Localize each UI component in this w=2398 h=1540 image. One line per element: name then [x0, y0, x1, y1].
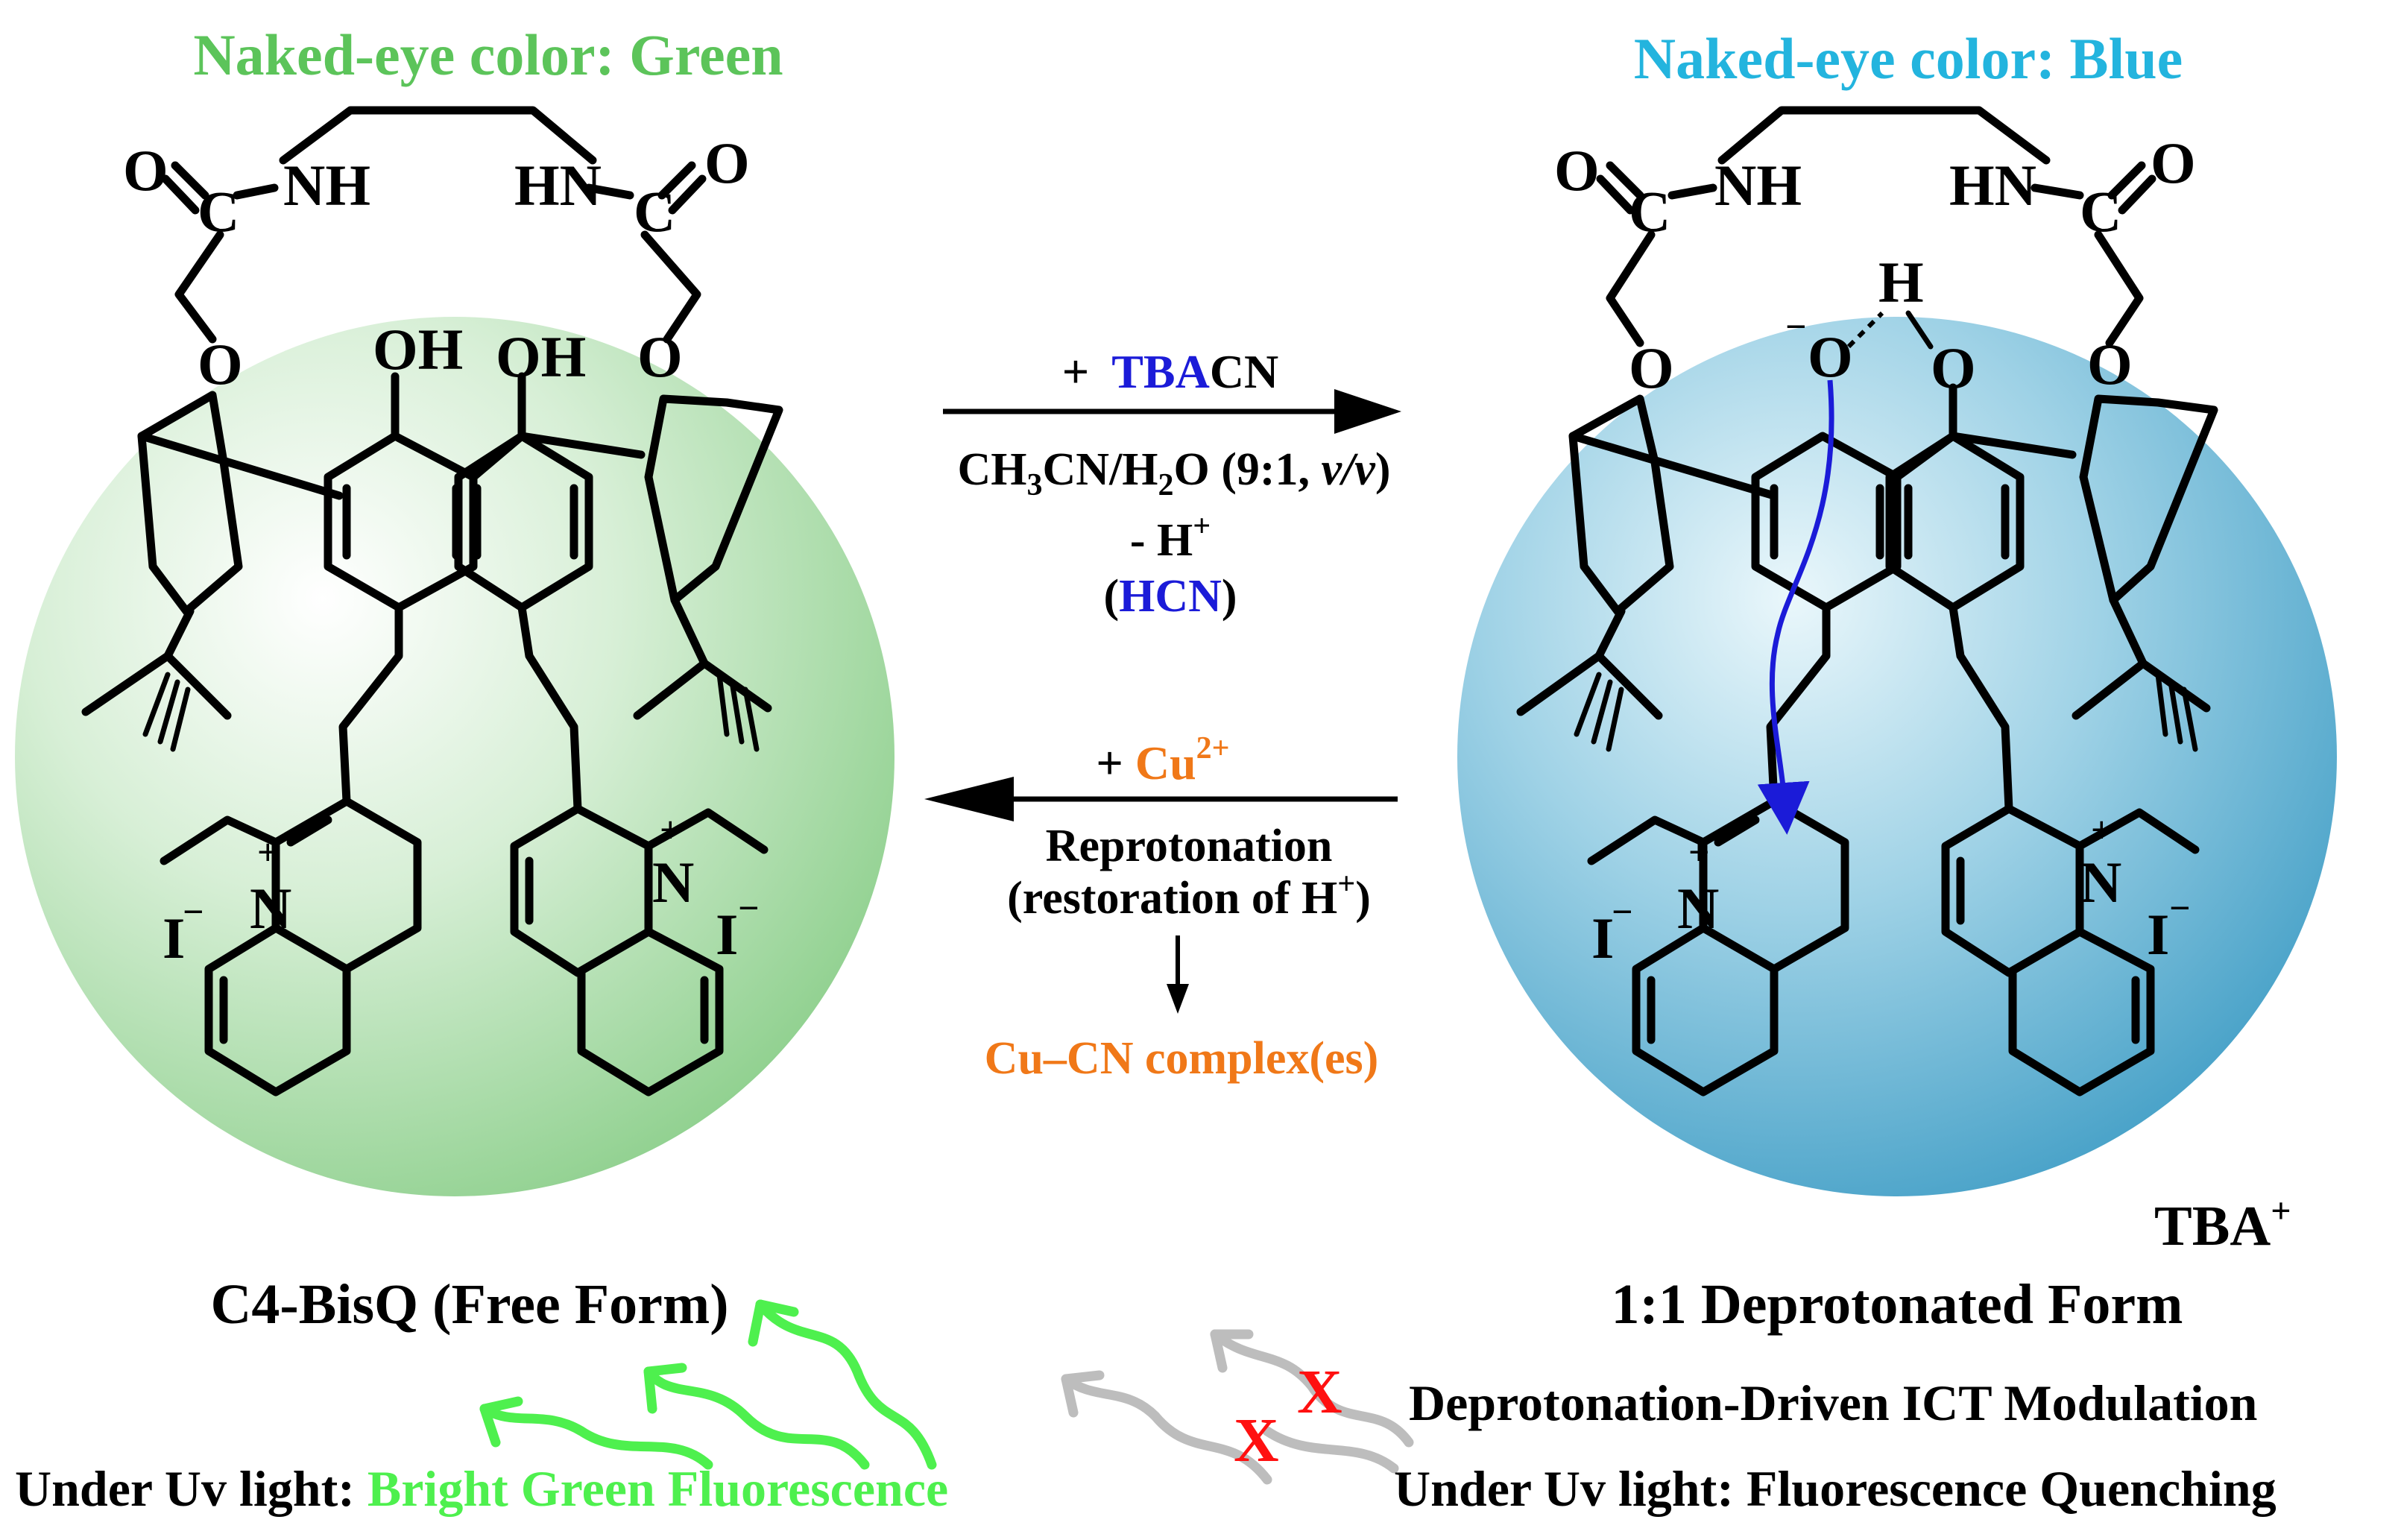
right-phenolate-o: O [1808, 324, 1853, 389]
reverse-product: Cu–CN complex(es) [985, 1033, 1379, 1084]
grey-quenched-waves [1061, 1329, 1414, 1485]
right-n-right: N [2080, 850, 2121, 915]
left-amide-nh: NH [283, 153, 370, 218]
forward-reagent: +TBACN [1062, 345, 1279, 398]
left-molecule: O C NH HN C O O O OH OH N + N + I − I − [15, 106, 894, 1196]
left-phenol-oh-1: OH [373, 317, 463, 382]
right-amide-hn: HN [1949, 153, 2036, 218]
right-carbonyl-o-right: O [2151, 130, 2196, 195]
right-phenol-o: O [1931, 335, 1976, 400]
right-hbond-h: H [1878, 250, 1924, 315]
right-uv-label: Under Uv light: Fluorescence Quenching [1394, 1460, 2276, 1517]
left-iodide-right: I [716, 902, 738, 967]
forward-arrow [943, 389, 1401, 434]
ict-arrow [1757, 379, 1834, 835]
right-plus-left: + [1688, 831, 1710, 873]
right-ether-o-right: O [2087, 332, 2133, 397]
left-carbonyl-c-left: C [198, 179, 239, 244]
right-plus-right: + [2091, 809, 2113, 851]
left-plus-left: + [257, 831, 279, 873]
reverse-line1: Reprotonation [1046, 821, 1333, 871]
left-n-left: N [250, 876, 291, 941]
right-carbonyl-o-left: O [1554, 138, 1600, 203]
left-plus-right: + [660, 809, 681, 851]
right-n-left: N [1677, 876, 1719, 941]
quench-x-mark-2: X [1234, 1406, 1279, 1475]
right-iodide-minus-left: − [1612, 891, 1633, 932]
forward-solvent: CH3CN/H2O (9:1, v/v) [958, 444, 1391, 502]
ict-label: Deprotonation-Driven ICT Modulation [1409, 1375, 2257, 1431]
right-caption: 1:1 Deprotonated Form [1612, 1273, 2183, 1336]
right-iodide-right: I [2147, 902, 2169, 967]
right-molecule: O C NH HN C O O O O − H O N + N + I − I … [1457, 106, 2337, 1196]
left-ether-o-left: O [198, 332, 243, 397]
left-phenol-oh-2: OH [496, 324, 586, 389]
reverse-line2: (restoration of H+) [1007, 867, 1371, 924]
green-fluorescence-waves [479, 1299, 937, 1470]
left-amide-hn: HN [514, 153, 602, 218]
right-carbonyl-c-right: C [2080, 179, 2121, 244]
forward-proton-loss: - H+ [1130, 509, 1211, 566]
left-iodide-left: I [163, 906, 185, 971]
left-n-right: N [652, 850, 694, 915]
right-amide-nh: NH [1714, 153, 1802, 218]
right-iodide-left: I [1591, 906, 1614, 971]
left-iodide-minus-right: − [738, 887, 760, 929]
blue-halo [1457, 317, 2337, 1196]
left-iodide-minus-left: − [183, 891, 204, 932]
right-carbonyl-c-left: C [1629, 179, 1670, 244]
reverse-reagent: + Cu2+ [1096, 731, 1229, 789]
left-caption: C4-BisQ (Free Form) [210, 1273, 728, 1336]
right-title: Naked-eye color: Blue [1634, 26, 2183, 91]
complex-down-arrow [1167, 935, 1189, 1014]
right-phenolate-minus: − [1785, 306, 1807, 347]
left-carbonyl-o-left: O [123, 138, 168, 203]
left-ether-o-right: O [637, 324, 683, 389]
quench-x-mark-1: X [1297, 1357, 1342, 1427]
left-carbonyl-o-right: O [704, 130, 750, 195]
forward-byproduct: (HCN) [1103, 571, 1237, 622]
right-iodide-minus-right: − [2169, 887, 2191, 929]
reverse-arrow [924, 777, 1398, 821]
counterion-label: TBA+ [2154, 1191, 2291, 1257]
left-title: Naked-eye color: Green [193, 22, 783, 87]
left-uv-label: Under Uv light: Bright Green Fluorescenc… [15, 1460, 948, 1517]
left-carbonyl-c-right: C [634, 179, 675, 244]
right-ether-o-left: O [1629, 335, 1674, 400]
